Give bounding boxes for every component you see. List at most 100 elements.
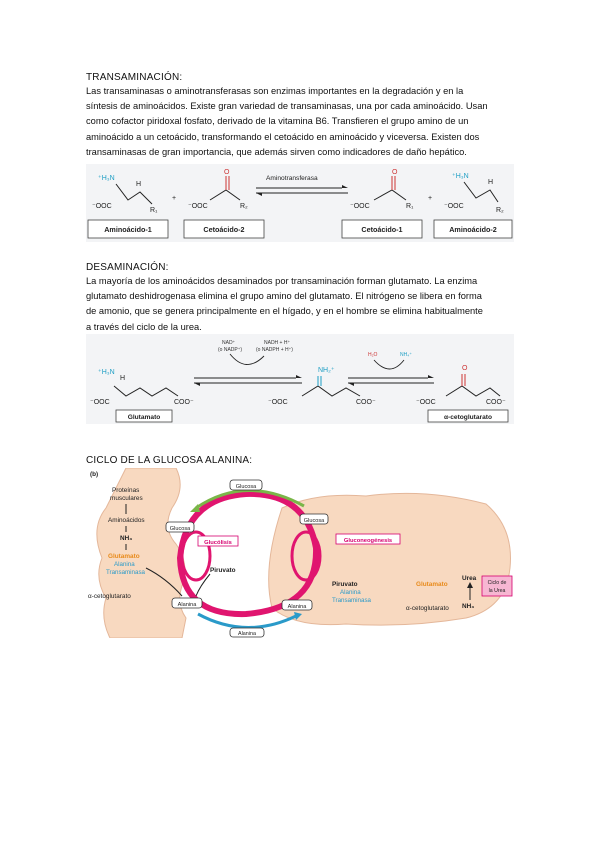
glucose-arrow bbox=[195, 489, 305, 510]
r2-label: R₂ bbox=[240, 203, 248, 210]
ooc-label: ⁻OOC bbox=[92, 203, 112, 210]
water-arc bbox=[373, 359, 405, 370]
alanina-liver-box bbox=[281, 599, 313, 611]
plus-sign: + bbox=[172, 195, 176, 202]
plus-sign: + bbox=[428, 195, 432, 202]
ooc-label: ⁻OOC bbox=[444, 203, 464, 210]
cycle-ring bbox=[176, 490, 320, 618]
alanina-transaminasa-label: Alanina bbox=[114, 561, 135, 568]
gluconeogenesis-box bbox=[335, 533, 401, 545]
box-aminoacido-1 bbox=[87, 219, 169, 239]
gluconeogenesis-mesh bbox=[290, 530, 322, 582]
coo-label: COO⁻ bbox=[356, 399, 376, 406]
bond-lines bbox=[373, 189, 407, 201]
box-label: Aminoácido-2 bbox=[449, 225, 497, 234]
bond-lines bbox=[113, 385, 179, 397]
piruvato-label: Piruvato bbox=[210, 567, 236, 574]
paragraph-line: Las transaminasas o aminotransferasas so… bbox=[86, 86, 464, 96]
oxygen-label: O bbox=[462, 365, 468, 372]
musculares-label: musculares bbox=[110, 495, 143, 502]
figure-ciclo-glucosa-alanina: (b) Proteínas musculares Aminoácidos NH₃… bbox=[86, 467, 514, 639]
ciclo-urea-label: Ciclo de bbox=[488, 580, 507, 586]
paragraph-line: glutamato deshidrogenasa elimina el grup… bbox=[86, 291, 482, 302]
paragraph-line: aminoácido a un cetoácido, transformando… bbox=[86, 131, 480, 142]
alanina-label: Alanina bbox=[178, 602, 198, 608]
ciclo-urea-label: la Urea bbox=[489, 588, 506, 594]
box-cetoacido-2 bbox=[183, 219, 265, 239]
paragraph-line: de amonio, que se genera principalmente … bbox=[86, 306, 483, 317]
box-alfa-cetoglutarato bbox=[427, 409, 509, 423]
ooc-label: ⁻OOC bbox=[268, 399, 288, 406]
bond-lines bbox=[463, 181, 499, 203]
forward-arrow-head bbox=[342, 185, 348, 188]
nadh-label: NADH + H⁺ bbox=[264, 340, 290, 346]
glutamato-label: Glutamato bbox=[416, 581, 448, 588]
glucosa-top-box bbox=[229, 479, 263, 491]
ooc-label: ⁻OOC bbox=[416, 399, 436, 406]
h-label: H bbox=[488, 179, 493, 186]
alanina-bottom-box bbox=[229, 627, 265, 638]
paragraph-line: síntesis de aminoácidos. Existe gran var… bbox=[86, 101, 488, 112]
r2-label: R₂ bbox=[496, 207, 504, 214]
box-label: Cetoácido-2 bbox=[203, 225, 244, 234]
urea-label: Urea bbox=[462, 575, 477, 582]
ooc-label: ⁻OOC bbox=[90, 399, 110, 406]
nadp-label: (o NADP⁺) bbox=[218, 347, 242, 353]
aminoacidos-label: Aminoácidos bbox=[108, 517, 145, 524]
reverse-arrow-head bbox=[194, 383, 200, 386]
alanina-transaminasa-label: Alanina bbox=[340, 589, 361, 596]
h3n-label: ⁺H₃N bbox=[98, 175, 115, 182]
glucolisis-label: Glucólisis bbox=[204, 540, 232, 546]
glucose-arrow-head bbox=[190, 504, 200, 512]
paragraph-line: a través del ciclo de la urea. bbox=[86, 321, 202, 332]
bond-lines bbox=[445, 385, 501, 397]
nh2-label: NH₂⁺ bbox=[318, 367, 335, 374]
paragraph-desaminacion: La mayoría de los aminoácidos desaminado… bbox=[86, 274, 516, 335]
glucose-alanine-cycle-diagram: (b) Proteínas musculares Aminoácidos NH₃… bbox=[88, 467, 513, 639]
coo-label: COO⁻ bbox=[174, 399, 194, 406]
r1-label: R₁ bbox=[406, 203, 414, 210]
heading-ciclo: CICLO DE LA GLUCOSA ALANINA: bbox=[86, 455, 253, 466]
oxygen-label: O bbox=[392, 169, 398, 176]
h2o-label: H₂O bbox=[368, 352, 378, 358]
ciclo-urea-box bbox=[481, 575, 513, 597]
ooc-label: ⁻OOC bbox=[350, 203, 370, 210]
alanine-arrow-head bbox=[294, 612, 302, 620]
nh4-label: NH₄⁺ bbox=[400, 352, 412, 358]
box-label: α-cetoglutarato bbox=[444, 414, 492, 421]
flow-arrow bbox=[195, 573, 211, 597]
reverse-arrow-head bbox=[256, 193, 262, 196]
bond-lines bbox=[115, 183, 153, 205]
box-label: Aminoácido-1 bbox=[104, 225, 152, 234]
r1-label: R₁ bbox=[150, 207, 158, 214]
deamination-diagram: ⁺H₃N H ⁻OOC COO⁻ Glutamato NAD⁺ (o NADP⁺… bbox=[90, 340, 509, 423]
heading-transaminacion: TRANSAMINACIÓN: bbox=[86, 72, 183, 83]
h-label: H bbox=[120, 375, 125, 382]
gluconeogenesis-label: Gluconeogénesis bbox=[344, 538, 392, 544]
paragraph-line: transaminasas de gran importancia, que a… bbox=[86, 146, 467, 157]
box-aminoacido-2 bbox=[433, 219, 513, 239]
figure-transaminacion: ⁺H₃N H ⁻OOC R₁ + O ⁻OOC R₂ Aminotransfer… bbox=[86, 164, 514, 242]
nh3-label: NH₃ bbox=[462, 603, 474, 610]
reverse-arrow-head bbox=[348, 383, 354, 386]
h3n-label: ⁺H₃N bbox=[98, 369, 115, 376]
nh3-label: NH₃ bbox=[120, 535, 132, 542]
forward-arrow-head bbox=[428, 375, 434, 378]
box-cetoacido-1 bbox=[341, 219, 423, 239]
box-glutamato bbox=[115, 409, 173, 423]
figure-desaminacion: ⁺H₃N H ⁻OOC COO⁻ Glutamato NAD⁺ (o NADP⁺… bbox=[86, 334, 514, 424]
alfa-cetoglutarato-label: α-cetoglutarato bbox=[88, 593, 131, 600]
paragraph-transaminacion: Las transaminasas o aminotransferasas so… bbox=[86, 84, 516, 160]
bond-lines bbox=[301, 385, 361, 397]
h3n-label: ⁺H₃N bbox=[452, 173, 469, 180]
paragraph-line: como cofactor piridoxal fosfato, derivad… bbox=[86, 116, 469, 127]
cofactor-arc bbox=[229, 353, 265, 365]
flow-arrow bbox=[145, 567, 183, 597]
paragraph-line: La mayoría de los aminoácidos desaminado… bbox=[86, 276, 478, 286]
piruvato-label: Piruvato bbox=[332, 581, 358, 588]
forward-arrow-head bbox=[296, 375, 302, 378]
bond-lines bbox=[209, 189, 241, 201]
glucosa-liver-box bbox=[299, 513, 329, 525]
panel-label: (b) bbox=[90, 471, 98, 478]
